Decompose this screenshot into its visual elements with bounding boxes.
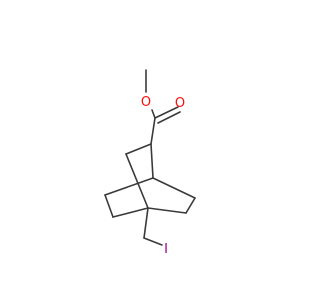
bond-c8-c4 xyxy=(112,207,149,218)
bond-o-carbonyl-c xyxy=(151,109,156,119)
atom-labels: O O I xyxy=(141,95,185,257)
atom-iodine: I xyxy=(164,242,168,257)
bond-c3-c4 xyxy=(125,153,149,209)
structure-canvas: O O I xyxy=(104,69,196,257)
bond-carbonyl-c2 xyxy=(150,117,156,145)
bond-c6-c5 xyxy=(185,197,196,214)
bond-c2-c1 xyxy=(150,143,154,179)
bond-c4-ch2 xyxy=(143,207,149,239)
atom-o-methoxy: O xyxy=(141,95,151,110)
bond-c1-c6 xyxy=(152,177,196,199)
molecule-structure: O O I xyxy=(104,69,196,257)
bond-c2-c3 xyxy=(125,143,152,155)
bond-c7-c8 xyxy=(104,194,114,218)
bond-c5-c4 xyxy=(147,207,187,214)
bond-ch2-i xyxy=(143,237,163,246)
atom-o-carbonyl: O xyxy=(175,96,185,111)
bond-carbonyl-double-a xyxy=(154,106,179,119)
bond-carbonyl-double-b xyxy=(157,111,181,124)
bond-c1-c7 xyxy=(104,177,154,196)
bonds xyxy=(104,69,196,246)
